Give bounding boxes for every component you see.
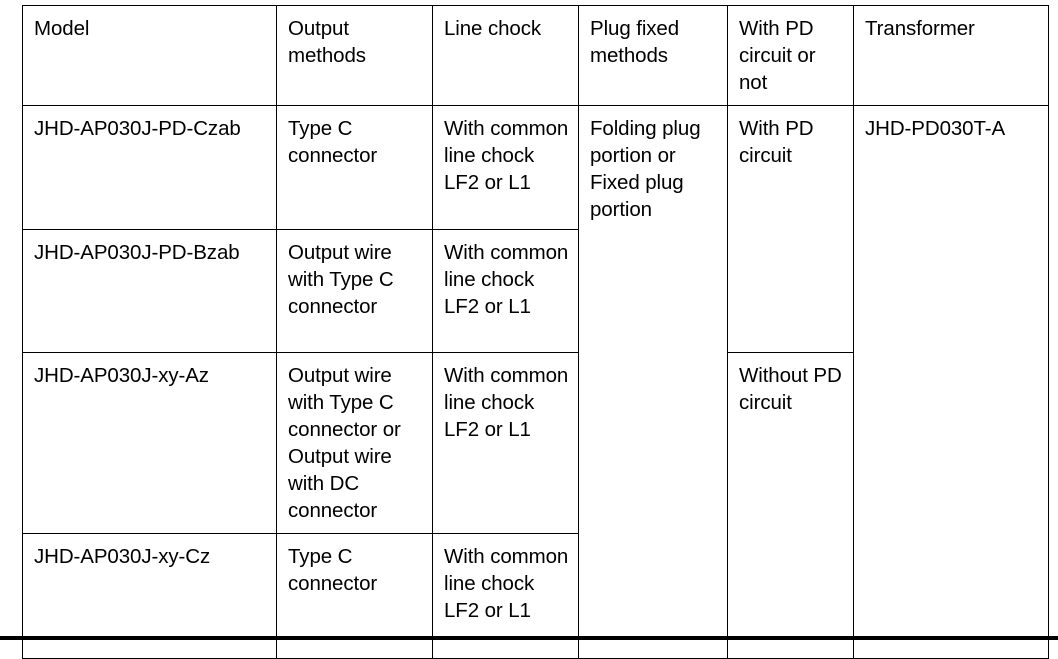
cell-output-methods: Type C connector (276, 105, 433, 230)
cell-line-chock: With common line chock LF2 or L1 (432, 105, 579, 230)
cell-model: JHD-AP030J-PD-Bzab (22, 229, 277, 353)
cell-model-value: JHD-AP030J-xy-Cz (34, 545, 211, 568)
cell-line-chock-value: With common line chock LF2 or L1 (444, 117, 569, 194)
cell-model: JHD-AP030J-xy-Az (22, 352, 277, 534)
column-header-transformer-label: Transformer (865, 17, 975, 40)
cell-transformer-merged: JHD-PD030T-A (853, 105, 1049, 659)
table-row: JHD-AP030J-PD-Bzab Output wire with Type… (22, 229, 1049, 353)
model-specification-table: Model Output methods Line chock Plug fix… (22, 5, 1049, 659)
column-header-pd-circuit-label: With PD circuit or not (739, 17, 816, 94)
cell-output-methods-value: Type C connector (288, 545, 378, 595)
cell-plug-fixed-methods-merged: Folding plug portion or Fixed plug porti… (578, 105, 728, 659)
cell-output-methods: Output wire with Type C connector (276, 229, 433, 353)
column-header-plug-fixed-methods: Plug fixed methods (578, 5, 728, 106)
cell-model-value: JHD-AP030J-PD-Bzab (34, 241, 240, 264)
cell-transformer-value: JHD-PD030T-A (865, 117, 1006, 140)
column-header-model: Model (22, 5, 277, 106)
column-header-pd-circuit: With PD circuit or not (727, 5, 854, 106)
cell-output-methods-value: Output wire with Type C connector or Out… (288, 364, 401, 522)
cell-output-methods-value: Output wire with Type C connector (288, 241, 394, 318)
column-header-model-label: Model (34, 17, 90, 40)
cell-output-methods: Output wire with Type C connector or Out… (276, 352, 433, 534)
table-row: JHD-AP030J-PD-Czab Type C connector With… (22, 105, 1049, 659)
column-header-transformer: Transformer (853, 5, 1049, 106)
column-header-plug-fixed-methods-label: Plug fixed methods (590, 17, 680, 67)
cell-line-chock-value: With common line chock LF2 or L1 (444, 545, 569, 622)
column-header-line-chock: Line chock (432, 5, 579, 106)
cell-line-chock-value: With common line chock LF2 or L1 (444, 241, 569, 318)
cell-pd-circuit-without-value: Without PD circuit (739, 364, 842, 414)
cell-line-chock: With common line chock LF2 or L1 (432, 229, 579, 353)
cell-pd-circuit-with-value: With PD circuit (739, 117, 814, 167)
cell-pd-circuit-with-merged: With PD circuit (727, 105, 854, 353)
table-header-row: Model Output methods Line chock Plug fix… (22, 5, 1049, 106)
cell-model-value: JHD-AP030J-xy-Az (34, 364, 209, 387)
table-row: JHD-AP030J-xy-Az Output wire with Type C… (22, 352, 1049, 659)
column-header-line-chock-label: Line chock (444, 17, 542, 40)
column-header-output-methods: Output methods (276, 5, 433, 106)
cell-line-chock-value: With common line chock LF2 or L1 (444, 364, 569, 441)
cell-output-methods-value: Type C connector (288, 117, 378, 167)
cell-pd-circuit-without-merged: Without PD circuit (727, 352, 854, 659)
column-header-output-methods-label: Output methods (288, 17, 366, 67)
cell-model: JHD-AP030J-PD-Czab (22, 105, 277, 230)
page-bottom-rule (0, 636, 1058, 640)
cell-line-chock: With common line chock LF2 or L1 (432, 352, 579, 534)
cell-model-value: JHD-AP030J-PD-Czab (34, 117, 241, 140)
cell-plug-fixed-methods-value: Folding plug portion or Fixed plug porti… (590, 117, 701, 221)
